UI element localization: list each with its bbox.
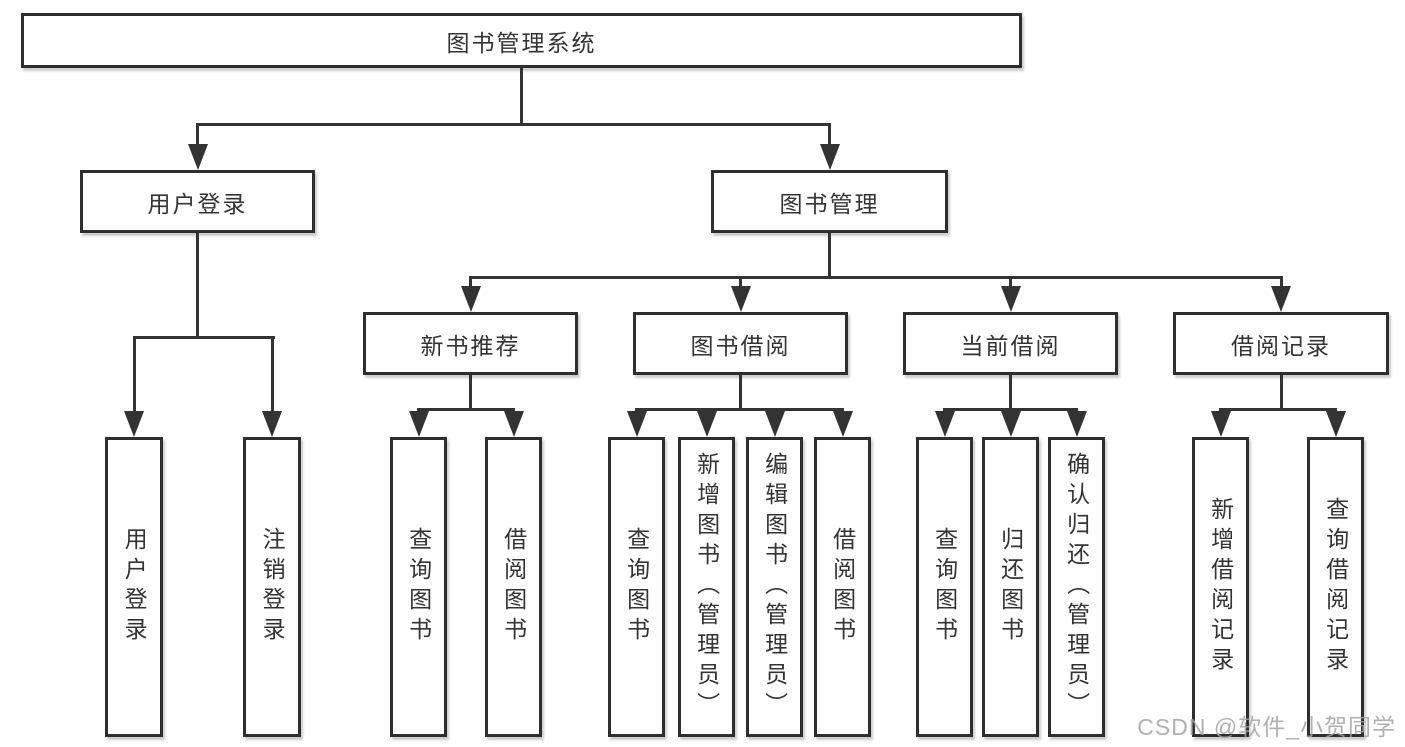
connector-line	[196, 233, 199, 336]
arrowhead-down-icon	[1271, 286, 1291, 312]
arrowhead-down-icon	[408, 411, 429, 437]
leaf-label: 归还图书	[997, 527, 1024, 647]
node-label: 当前借阅	[960, 332, 1061, 359]
node-label: 图书借阅	[690, 332, 791, 359]
leaf-recommend-borrow-books: 借阅图书	[485, 437, 542, 737]
node-book-management: 图书管理	[711, 170, 948, 233]
connector-line	[520, 68, 523, 123]
arrowhead-down-icon	[1000, 286, 1021, 312]
leaf-label: 查询图书	[931, 527, 958, 647]
connector-line	[417, 408, 515, 411]
connector-line	[1009, 276, 1012, 289]
connector-line	[469, 276, 1283, 279]
leaf-current-return-books: 归还图书	[982, 437, 1039, 737]
node-new-book-recommend: 新书推荐	[363, 312, 578, 375]
node-label: 用户登录	[147, 190, 248, 217]
node-current-borrow: 当前借阅	[903, 312, 1118, 375]
arrowhead-down-icon	[503, 411, 524, 437]
leaf-records-query-record: 查询借阅记录	[1307, 437, 1364, 737]
connector-line	[1279, 276, 1283, 289]
connector-line	[469, 276, 472, 289]
leaf-label: 新增借阅记录	[1207, 497, 1234, 677]
connector-line	[739, 375, 742, 408]
node-borrow-records: 借阅记录	[1173, 312, 1389, 375]
arrowhead-down-icon	[819, 144, 840, 170]
leaf-borrow-borrow-books: 借阅图书	[814, 437, 871, 737]
leaf-label: 查询图书	[623, 527, 650, 647]
node-label: 图书管理	[779, 190, 880, 217]
arrowhead-down-icon	[764, 411, 785, 437]
connector-line	[1219, 408, 1337, 411]
arrowhead-down-icon	[730, 286, 751, 312]
leaf-user-login: 用户登录	[105, 437, 163, 737]
arrowhead-down-icon	[124, 411, 144, 437]
arrowhead-down-icon	[934, 411, 955, 437]
connector-line	[469, 375, 472, 408]
leaf-logout: 注销登录	[243, 437, 301, 737]
connector-line	[828, 123, 831, 153]
arrowhead-down-icon	[696, 411, 717, 437]
connector-line	[132, 336, 136, 414]
arrowhead-down-icon	[460, 286, 481, 312]
leaf-label: 查询图书	[405, 527, 432, 647]
arrowhead-down-icon	[1210, 411, 1231, 437]
node-label: 新书推荐	[420, 332, 521, 359]
connector-line	[828, 233, 831, 276]
leaf-recommend-query-books: 查询图书	[390, 437, 447, 737]
leaf-borrow-edit-books-admin: 编辑图书（管理员）	[746, 437, 803, 737]
connector-line	[270, 336, 274, 414]
arrowhead-down-icon	[832, 411, 853, 437]
connector-line	[196, 123, 831, 126]
node-label: 借阅记录	[1231, 332, 1331, 359]
leaf-label: 借阅图书	[829, 527, 856, 647]
leaf-current-query-books: 查询图书	[916, 437, 973, 737]
connector-line	[1279, 375, 1283, 408]
leaf-borrow-query-books: 查询图书	[608, 437, 665, 737]
node-label: 图书管理系统	[446, 29, 597, 56]
watermark: CSDN @软件_小贺同学	[1137, 714, 1396, 740]
leaf-label: 注销登录	[259, 527, 286, 647]
leaf-label: 编辑图书（管理员）	[761, 452, 788, 722]
leaf-label: 新增图书（管理员）	[693, 452, 720, 722]
leaf-records-add-record: 新增借阅记录	[1192, 437, 1249, 737]
node-book-borrow: 图书借阅	[633, 312, 848, 375]
arrowhead-down-icon	[187, 144, 208, 170]
connector-line	[196, 123, 199, 153]
connector-line	[635, 408, 844, 411]
leaf-current-confirm-return-admin: 确认归还（管理员）	[1048, 437, 1105, 737]
connector-line	[1009, 375, 1012, 408]
node-root: 图书管理系统	[21, 13, 1022, 68]
leaf-label: 确认归还（管理员）	[1063, 452, 1090, 722]
connector-line	[132, 336, 275, 339]
arrowhead-down-icon	[1066, 411, 1087, 437]
arrowhead-down-icon	[262, 411, 282, 437]
node-user-login: 用户登录	[80, 170, 315, 233]
arrowhead-down-icon	[1325, 411, 1346, 437]
arrowhead-down-icon	[1000, 411, 1021, 437]
connector-line	[739, 276, 742, 289]
leaf-borrow-add-books-admin: 新增图书（管理员）	[678, 437, 735, 737]
leaf-label: 查询借阅记录	[1322, 497, 1349, 677]
leaf-label: 用户登录	[121, 527, 148, 647]
leaf-label: 借阅图书	[500, 527, 527, 647]
arrowhead-down-icon	[626, 411, 647, 437]
